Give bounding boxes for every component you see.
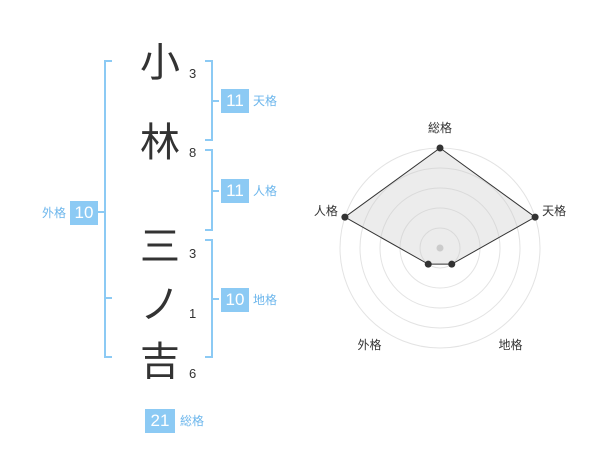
chikaku-value: 10 xyxy=(221,288,249,312)
radar-axis-label-5: 人格 xyxy=(314,203,338,218)
tenkaku-value: 11 xyxy=(221,89,249,113)
soukaku-label: 総格 xyxy=(180,414,205,428)
name-char-5: 吉 xyxy=(140,339,180,385)
name-char-3: 三 xyxy=(140,224,180,270)
stroke-count-1: 3 xyxy=(189,66,197,81)
radar-ring xyxy=(419,227,461,269)
radar-ring xyxy=(359,167,521,329)
gaikaku-label: 外格 xyxy=(42,206,67,220)
stroke-count-3: 3 xyxy=(189,246,197,261)
outer-bracket xyxy=(104,60,112,358)
radar-point-3 xyxy=(448,260,456,268)
stroke-count-5: 6 xyxy=(189,366,197,381)
stroke-count-2: 8 xyxy=(189,145,197,160)
gaikaku-value: 10 xyxy=(70,201,98,225)
name-char-1: 小 xyxy=(140,40,180,86)
radar-area xyxy=(343,147,537,265)
tenkaku-label: 天格 xyxy=(253,94,278,108)
radar-axis-label-1: 総格 xyxy=(428,120,452,135)
radar-axis-label-4: 外格 xyxy=(357,337,381,352)
radar-point-1 xyxy=(436,144,444,152)
stroke-count-4: 1 xyxy=(189,306,197,321)
radar-point-5 xyxy=(341,213,349,221)
radar-ring xyxy=(379,187,501,309)
name-char-2: 林 xyxy=(140,120,180,166)
radar-axis-label-3: 地格 xyxy=(499,337,523,352)
jinkaku-value: 11 xyxy=(221,179,249,203)
soukaku-value: 21 xyxy=(145,409,175,433)
radar-point-2 xyxy=(531,213,539,221)
radar-axis-label-2: 天格 xyxy=(542,203,566,218)
radar-point-4 xyxy=(424,260,432,268)
radar-center xyxy=(436,244,444,252)
name-char-4: ノ xyxy=(140,282,180,328)
chikaku-label: 地格 xyxy=(253,293,278,307)
jinkaku-label: 人格 xyxy=(253,184,278,198)
